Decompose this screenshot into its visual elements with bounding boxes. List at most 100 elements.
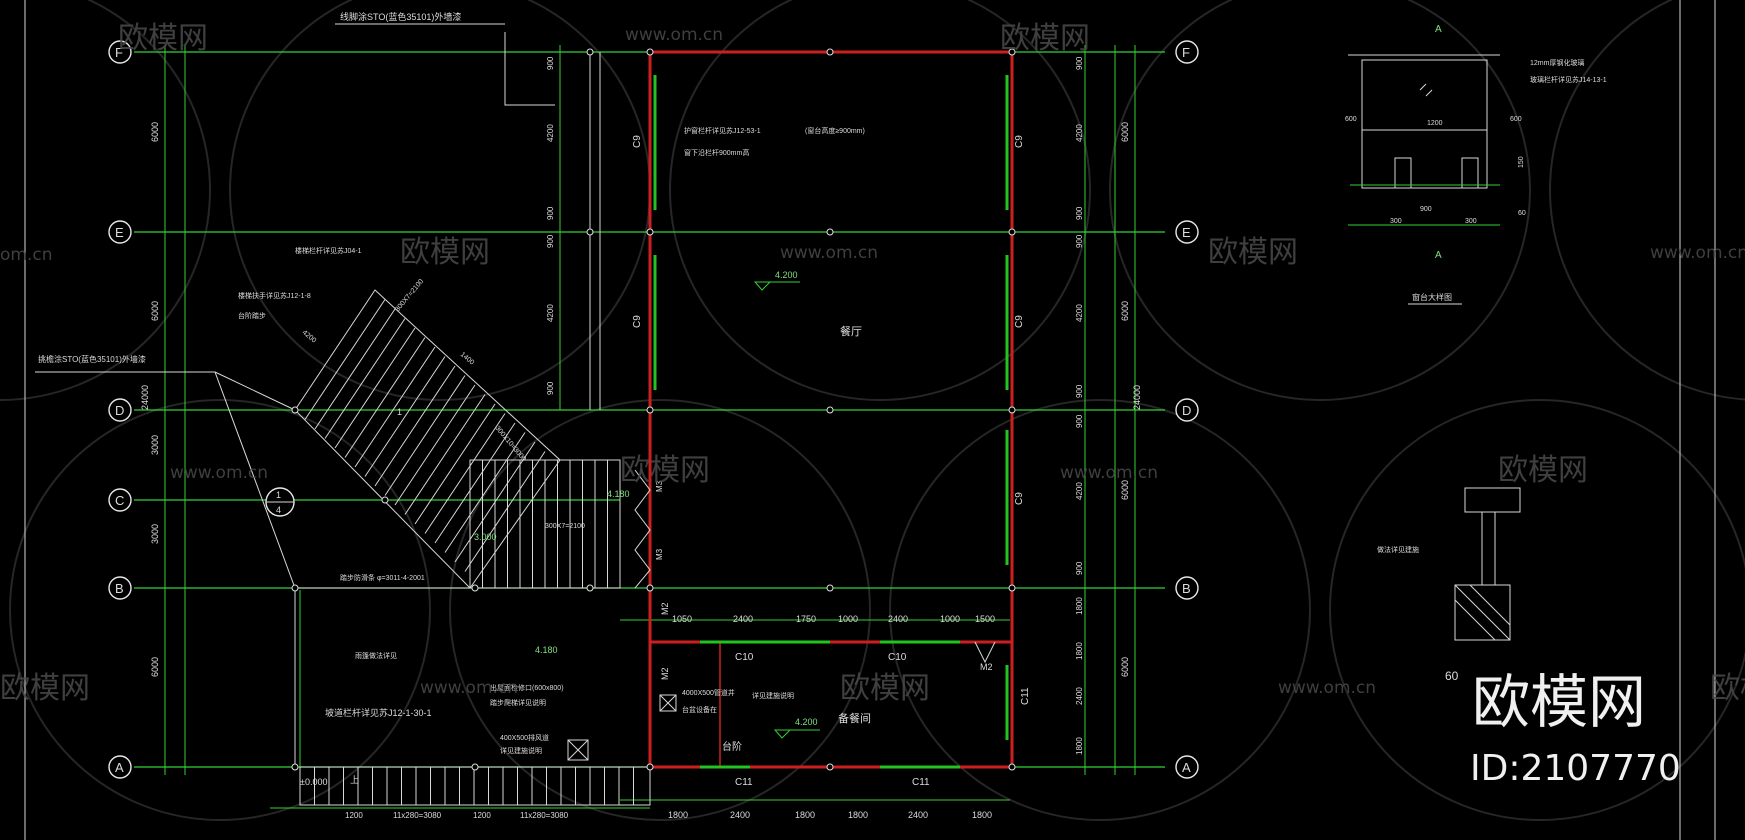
svg-text:C11: C11 bbox=[1020, 687, 1031, 705]
svg-text:(窗台高度≥900mm): (窗台高度≥900mm) bbox=[805, 126, 865, 135]
svg-text:C9: C9 bbox=[632, 135, 643, 148]
svg-text:11x280=3080: 11x280=3080 bbox=[520, 811, 569, 820]
left-axis-E bbox=[108, 220, 132, 244]
left-axis-F bbox=[108, 40, 132, 64]
svg-text:M3: M3 bbox=[655, 480, 664, 492]
svg-text:C10: C10 bbox=[888, 652, 907, 663]
svg-text:900: 900 bbox=[546, 234, 555, 248]
svg-text:1: 1 bbox=[397, 407, 402, 417]
svg-text:900: 900 bbox=[1420, 206, 1432, 213]
left-axis-label-F: F bbox=[115, 45, 123, 60]
stair-tread bbox=[384, 375, 466, 496]
svg-text:1800: 1800 bbox=[1075, 737, 1084, 755]
svg-text:4200: 4200 bbox=[546, 124, 555, 142]
svg-text:详见建施说明: 详见建施说明 bbox=[500, 746, 542, 755]
dim-left-4: 3000 bbox=[150, 524, 160, 544]
svg-text:om.cn: om.cn bbox=[0, 245, 53, 265]
stair-tread bbox=[394, 384, 476, 506]
left-inner-dimensions: 900 4200 900 900 4200 900 bbox=[546, 56, 555, 395]
svg-text:900: 900 bbox=[1075, 384, 1084, 398]
svg-text:上: 上 bbox=[350, 775, 359, 785]
stair-tread bbox=[344, 337, 426, 458]
svg-text:欧模网: 欧模网 bbox=[118, 21, 208, 56]
left-axis-label-A: A bbox=[115, 760, 124, 775]
left-axis-D bbox=[108, 398, 132, 422]
left-axis-label-B: B bbox=[115, 581, 124, 596]
svg-text:900: 900 bbox=[1075, 56, 1084, 70]
stair-tread bbox=[404, 394, 486, 515]
svg-text:4200: 4200 bbox=[1075, 304, 1084, 322]
svg-text:6000: 6000 bbox=[1120, 657, 1130, 677]
svg-text:11x280=3080: 11x280=3080 bbox=[393, 811, 442, 820]
stair-tread bbox=[414, 403, 496, 525]
svg-text:窗下沿栏杆900mm高: 窗下沿栏杆900mm高 bbox=[684, 148, 749, 157]
svg-text:C11: C11 bbox=[912, 777, 930, 788]
svg-text:4200: 4200 bbox=[546, 304, 555, 322]
svg-text:www.om.cn: www.om.cn bbox=[625, 25, 723, 45]
sill-detail: A A 12mm厚钢化玻璃 玻璃栏杆详见苏J14-13-1 1200 600 6… bbox=[1345, 24, 1607, 305]
svg-text:欧模网: 欧模网 bbox=[1498, 453, 1588, 488]
stair-tread bbox=[364, 356, 446, 477]
svg-text:6000: 6000 bbox=[1120, 122, 1130, 142]
dim-left-5: 6000 bbox=[150, 657, 160, 677]
svg-text:www.om.cn: www.om.cn bbox=[780, 243, 878, 263]
svg-text:出屋面检修口(600x800): 出屋面检修口(600x800) bbox=[490, 683, 564, 692]
room-store: 备餐间 bbox=[838, 711, 871, 725]
svg-text:www.om.cn: www.om.cn bbox=[420, 678, 518, 698]
svg-text:做法详见建施: 做法详见建施 bbox=[1377, 545, 1419, 554]
svg-text:坡道栏杆详见苏J12-1-30-1: 坡道栏杆详见苏J12-1-30-1 bbox=[325, 707, 432, 718]
right-axis-label-F: F bbox=[1182, 45, 1190, 60]
svg-text:60: 60 bbox=[1445, 669, 1459, 683]
dim-left-total: 24000 bbox=[140, 385, 150, 410]
left-axis-label-D: D bbox=[115, 403, 124, 418]
svg-text:欧模网: 欧模网 bbox=[1710, 671, 1745, 706]
svg-text:C11: C11 bbox=[735, 777, 753, 788]
svg-text:1750: 1750 bbox=[796, 614, 816, 624]
svg-text:C9: C9 bbox=[1014, 135, 1025, 148]
watermark-id: ID:2107770 bbox=[1470, 748, 1681, 789]
svg-text:1500: 1500 bbox=[975, 614, 995, 624]
right-axis-label-E: E bbox=[1182, 225, 1191, 240]
svg-text:600: 600 bbox=[1510, 116, 1522, 123]
svg-text:1050: 1050 bbox=[672, 614, 692, 624]
svg-text:600: 600 bbox=[1345, 116, 1357, 123]
svg-text:挑檐涂STO(蓝色35101)外墙漆: 挑檐涂STO(蓝色35101)外墙漆 bbox=[38, 354, 146, 364]
svg-text:4000X500管道井: 4000X500管道井 bbox=[682, 688, 735, 697]
stair-tread bbox=[334, 327, 416, 449]
svg-text:400X500排风道: 400X500排风道 bbox=[500, 733, 549, 742]
stair-tread bbox=[424, 413, 506, 534]
stair-tread bbox=[324, 318, 406, 439]
svg-text:6000: 6000 bbox=[1120, 301, 1130, 321]
left-axis-label-C: C bbox=[115, 493, 124, 508]
svg-text:欧模网: 欧模网 bbox=[1000, 21, 1090, 56]
svg-text:踏步防滑条 φ=3011-4-2001: 踏步防滑条 φ=3011-4-2001 bbox=[340, 573, 425, 582]
svg-text:欧模网: 欧模网 bbox=[1208, 235, 1298, 270]
svg-text:C10: C10 bbox=[735, 652, 754, 663]
svg-text:1200: 1200 bbox=[473, 811, 491, 820]
svg-text:雨篷做法详见: 雨篷做法详见 bbox=[355, 651, 397, 660]
svg-text:1800: 1800 bbox=[972, 810, 992, 820]
svg-text:2400: 2400 bbox=[733, 614, 753, 624]
svg-text:玻璃栏杆详见苏J14-13-1: 玻璃栏杆详见苏J14-13-1 bbox=[1530, 75, 1607, 84]
stair-tread bbox=[354, 346, 436, 468]
svg-text:300X7=2100: 300X7=2100 bbox=[394, 278, 425, 313]
svg-text:4200: 4200 bbox=[1075, 482, 1084, 500]
svg-text:6000: 6000 bbox=[1120, 480, 1130, 500]
watermark-brand-large: 欧模网 bbox=[1472, 668, 1646, 736]
opening-labels: C9 C9 C9 C9 C9 C11 C10 C10 C11 C11 M2 M2… bbox=[632, 135, 1031, 788]
stair-tread bbox=[304, 299, 386, 420]
svg-text:4200: 4200 bbox=[1075, 124, 1084, 142]
svg-text:2400: 2400 bbox=[908, 810, 928, 820]
svg-text:台盆设备在: 台盆设备在 bbox=[682, 705, 717, 714]
svg-text:楼梯扶手详见苏J12-1-8: 楼梯扶手详见苏J12-1-8 bbox=[238, 291, 311, 300]
svg-text:900: 900 bbox=[1075, 414, 1084, 428]
svg-text:线脚涂STO(蓝色35101)外墙漆: 线脚涂STO(蓝色35101)外墙漆 bbox=[340, 11, 461, 22]
grid-nodes bbox=[291, 48, 1016, 771]
stair-bottom-dimensions: 1200 11x280=3080 1200 11x280=3080 bbox=[345, 811, 569, 820]
left-axis-B bbox=[108, 576, 132, 600]
elevation-marks: 4.200 4.180 3.000 4.180 4.200 ±0.000 bbox=[300, 270, 820, 787]
svg-text:台阶踏步: 台阶踏步 bbox=[238, 311, 266, 320]
svg-text:4200: 4200 bbox=[301, 329, 318, 344]
svg-text:C9: C9 bbox=[1014, 492, 1025, 505]
